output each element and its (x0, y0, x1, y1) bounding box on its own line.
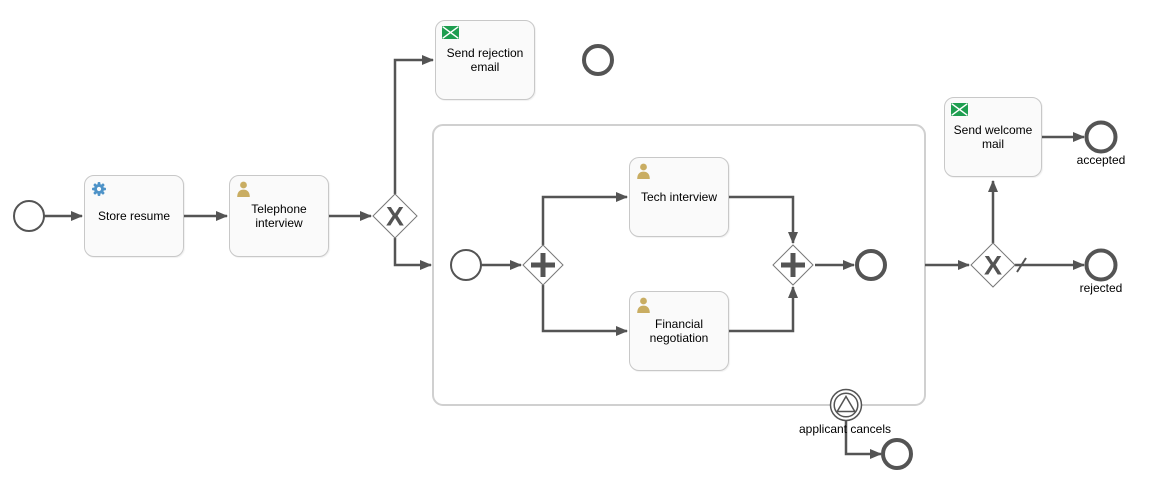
task-label: Store resume (97, 209, 171, 223)
task-tech-interview[interactable]: Tech interview (629, 157, 729, 237)
flow-split-to-financial[interactable] (541, 285, 628, 336)
task-label: Send welcome mail (953, 123, 1033, 151)
accepted-label: accepted (1076, 153, 1126, 167)
flow-tech-to-join[interactable] (729, 195, 798, 244)
user-icon (636, 297, 653, 313)
flow-split-to-tech-interview[interactable] (541, 192, 628, 245)
task-store-resume[interactable]: Store resume (84, 175, 184, 257)
default-flow-marker (1016, 257, 1027, 273)
send-mail-icon (442, 26, 459, 42)
rejected-label: rejected (1079, 281, 1123, 295)
start-event[interactable] (13, 200, 45, 232)
parallel-gateway-split[interactable] (522, 244, 564, 286)
boundary-signal-event[interactable] (829, 388, 863, 422)
task-send-rejection-email[interactable]: Send rejection email (435, 20, 535, 100)
end-event-after-rejection-email[interactable] (582, 44, 614, 76)
exclusive-gateway-decision[interactable]: X (970, 242, 1016, 288)
exclusive-gateway-screening[interactable]: X (372, 193, 418, 239)
task-label: Send rejection email (446, 46, 524, 74)
send-mail-icon (951, 103, 968, 119)
exclusive-gateway-symbol: X (984, 251, 1002, 281)
task-label: Tech interview (640, 190, 718, 204)
end-event-applicant-cancels[interactable] (881, 438, 913, 470)
task-send-welcome-mail[interactable]: Send welcome mail (944, 97, 1042, 177)
user-icon (636, 163, 653, 179)
sequence-flows (44, 55, 1085, 459)
flow-financial-to-join[interactable] (729, 286, 798, 333)
parallel-gateway-join[interactable] (772, 244, 814, 286)
flow-gateway-to-rejection-email[interactable] (393, 55, 434, 194)
service-gear-icon (91, 181, 108, 197)
task-financial-negotiation[interactable]: Financial negotiation (629, 291, 729, 371)
end-event-rejected[interactable] (1084, 248, 1118, 282)
subprocess-end-event[interactable] (855, 249, 887, 281)
flow-boundary-to-end[interactable] (844, 421, 882, 459)
boundary-event-label: applicant cancels (798, 422, 892, 436)
flow-gateway-to-subprocess[interactable] (393, 238, 432, 270)
end-event-accepted[interactable] (1084, 120, 1118, 154)
task-telephone-interview[interactable]: Telephone interview (229, 175, 329, 257)
user-icon (236, 181, 253, 197)
task-label: Financial negotiation (649, 317, 709, 345)
subprocess-start-event[interactable] (450, 249, 482, 281)
task-label: Telephone interview (251, 202, 307, 230)
exclusive-gateway-symbol: X (386, 202, 404, 232)
signal-triangle-icon (835, 395, 857, 413)
